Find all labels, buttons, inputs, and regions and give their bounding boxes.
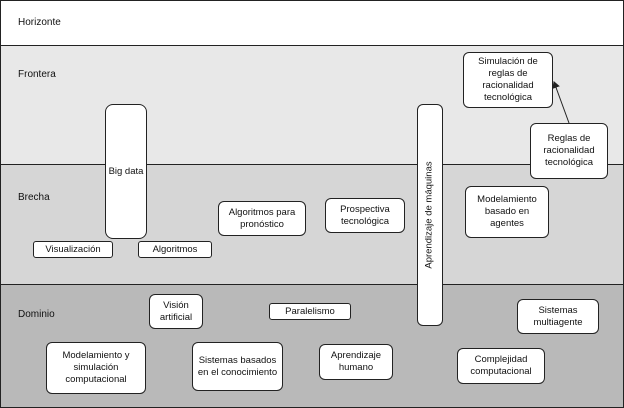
node-aprendizaje-humano: Aprendizaje humano bbox=[319, 344, 393, 380]
node-modelamiento-simulacion: Modelamiento y simulación computacional bbox=[46, 342, 146, 394]
band-label-dominio: Dominio bbox=[18, 309, 55, 320]
node-sistemas-conocimiento: Sistemas basados en el conocimiento bbox=[192, 342, 283, 391]
node-paralelismo: Paralelismo bbox=[269, 303, 351, 320]
node-vision-artificial: Visión artificial bbox=[149, 294, 203, 329]
node-complejidad-computacional: Complejidad computacional bbox=[457, 348, 545, 384]
node-prospectiva-tecnologica: Prospectiva tecnológica bbox=[325, 198, 405, 233]
node-modelamiento-agentes: Modelamiento basado en agentes bbox=[465, 186, 549, 238]
band-horizonte: Horizonte bbox=[1, 1, 623, 46]
node-algoritmos-pronostico: Algoritmos para pronóstico bbox=[218, 201, 306, 236]
node-visualizacion: Visualización bbox=[33, 241, 113, 258]
band-label-frontera: Frontera bbox=[18, 69, 56, 80]
node-reglas-racionalidad: Reglas de racionalidad tecnológica bbox=[530, 123, 608, 179]
node-big-data: Big data bbox=[105, 104, 147, 239]
band-label-brecha: Brecha bbox=[18, 192, 50, 203]
node-algoritmos: Algoritmos bbox=[138, 241, 212, 258]
node-aprendizaje-maquinas: Aprendizaje de máquinas bbox=[417, 104, 443, 326]
node-simulacion-reglas: Simulación de reglas de racionalidad tec… bbox=[463, 52, 553, 108]
band-label-horizonte: Horizonte bbox=[18, 17, 61, 28]
node-sistemas-multiagente: Sistemas multiagente bbox=[517, 299, 599, 334]
